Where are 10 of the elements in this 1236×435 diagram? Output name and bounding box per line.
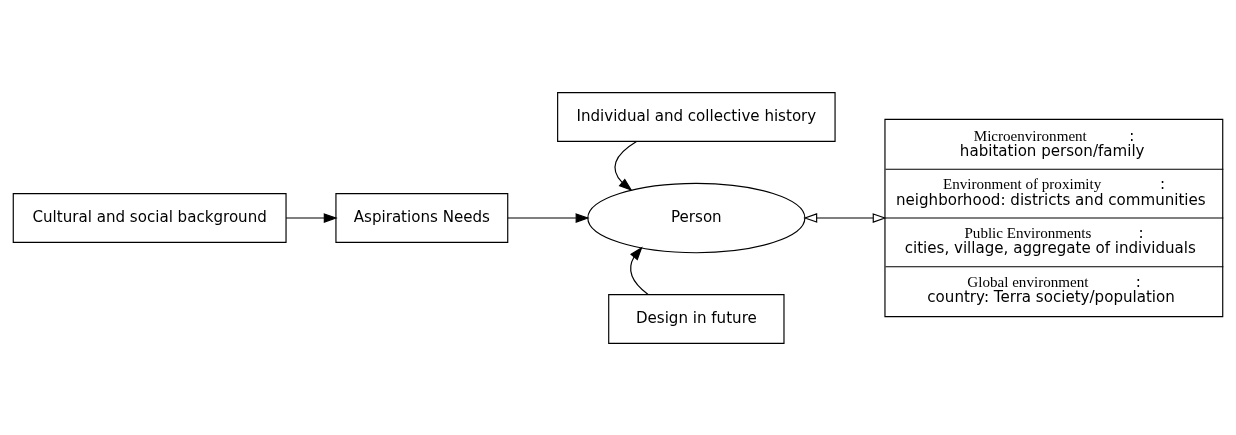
node-box: Individual and collective history: [557, 91, 836, 142]
node-ellipse: Person: [587, 182, 806, 253]
arrow: [285, 212, 338, 223]
arrow: [614, 140, 638, 191]
arrow: [630, 246, 649, 295]
arrow: [803, 212, 887, 223]
node-box: Design in future: [608, 293, 785, 344]
arrow: [507, 212, 590, 223]
node-box: Aspirations Needs: [335, 192, 509, 243]
node-box: Cultural and social background: [12, 192, 287, 243]
